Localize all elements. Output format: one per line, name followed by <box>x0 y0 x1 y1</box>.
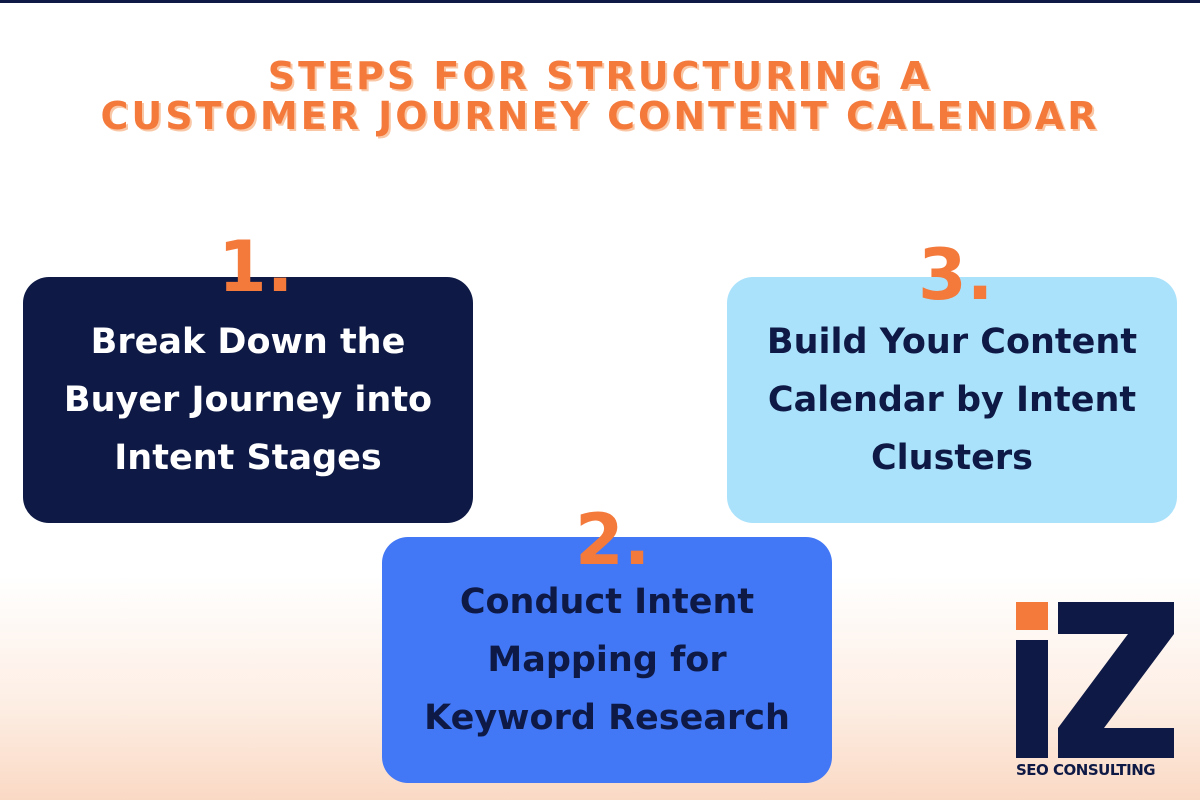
step-2-number: 2. <box>575 499 651 581</box>
step-2-text: Conduct Intent Mapping for Keyword Resea… <box>424 582 790 738</box>
step-1-text: Break Down the Buyer Journey into Intent… <box>63 322 433 478</box>
iz-logo <box>1016 602 1174 758</box>
step-3-text: Build Your Content Calendar by Intent Cl… <box>766 322 1138 478</box>
page-title: STEPS FOR STRUCTURING A CUSTOMER JOURNEY… <box>0 56 1200 136</box>
logo-z <box>1058 602 1174 758</box>
step-3-number: 3. <box>918 234 994 316</box>
step-2-card: Conduct Intent Mapping for Keyword Resea… <box>382 537 832 783</box>
logo-dot <box>1016 602 1048 630</box>
title-line-2: CUSTOMER JOURNEY CONTENT CALENDAR <box>100 94 1100 138</box>
top-border <box>0 0 1200 3</box>
step-1-card: Break Down the Buyer Journey into Intent… <box>23 277 473 523</box>
title-line-1: STEPS FOR STRUCTURING A <box>267 54 933 98</box>
logo-tagline: SEO CONSULTING <box>1016 761 1156 779</box>
step-1-number: 1. <box>218 226 294 308</box>
logo-i-stem <box>1016 640 1048 758</box>
step-3-card: Build Your Content Calendar by Intent Cl… <box>727 277 1177 523</box>
